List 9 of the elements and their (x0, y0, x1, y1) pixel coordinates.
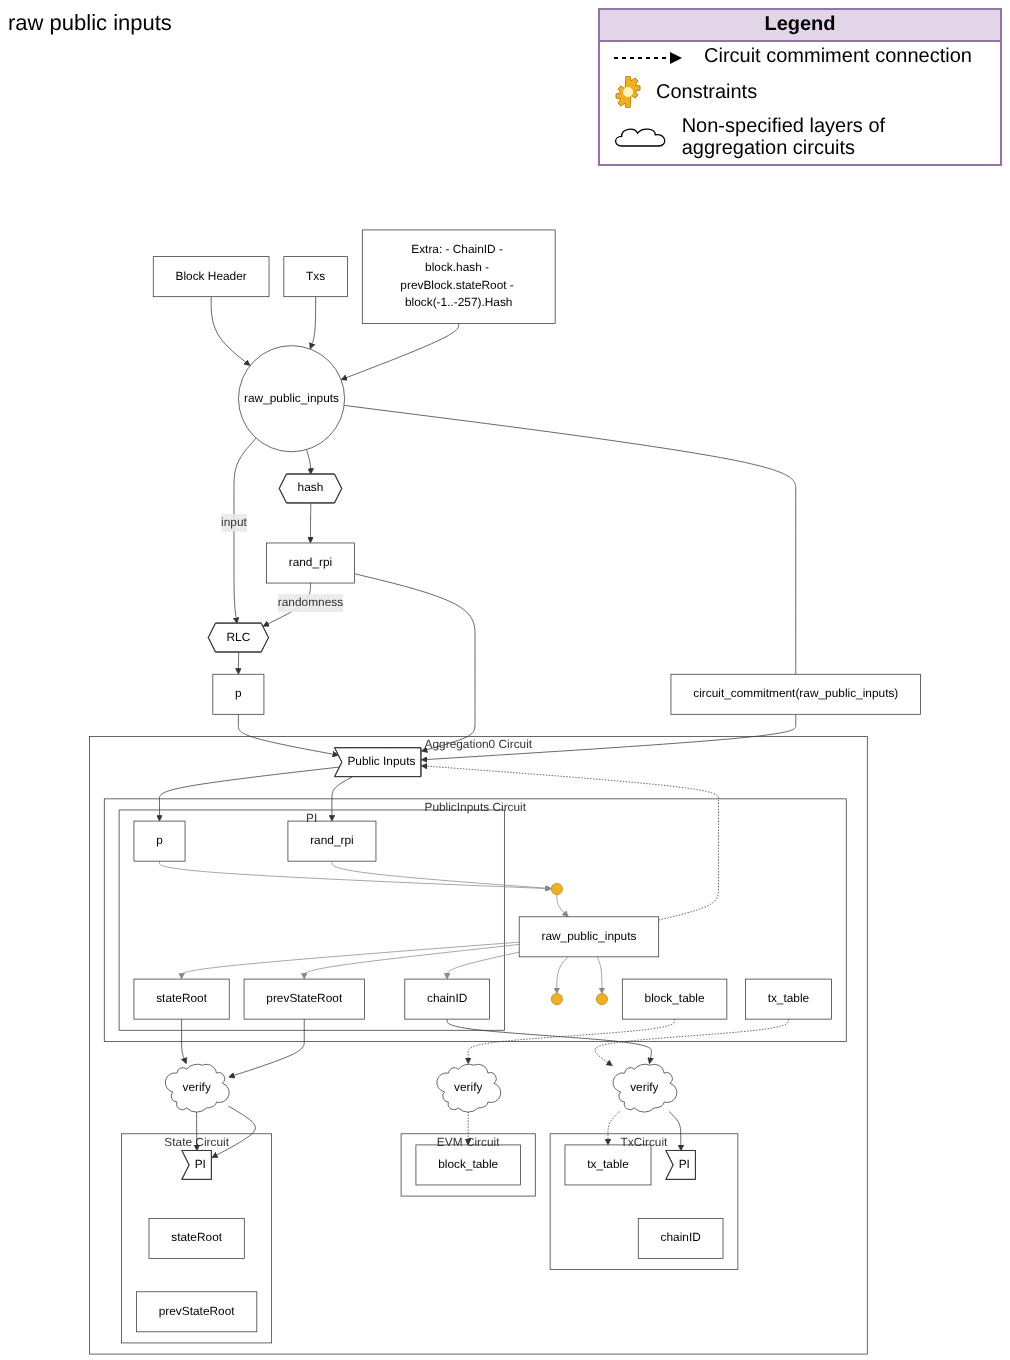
legend-text: Constraints (656, 81, 758, 103)
legend-title: Legend (600, 10, 1000, 42)
connector (343, 405, 797, 675)
node-gear (596, 993, 608, 1006)
node-gear (550, 883, 563, 895)
legend-text: Circuit commiment connection (704, 46, 972, 68)
side-label: raw public inputs (8, 12, 172, 36)
legend-text: Non-specified layers of aggregation circuits (681, 116, 888, 160)
node-gear (550, 993, 563, 1006)
